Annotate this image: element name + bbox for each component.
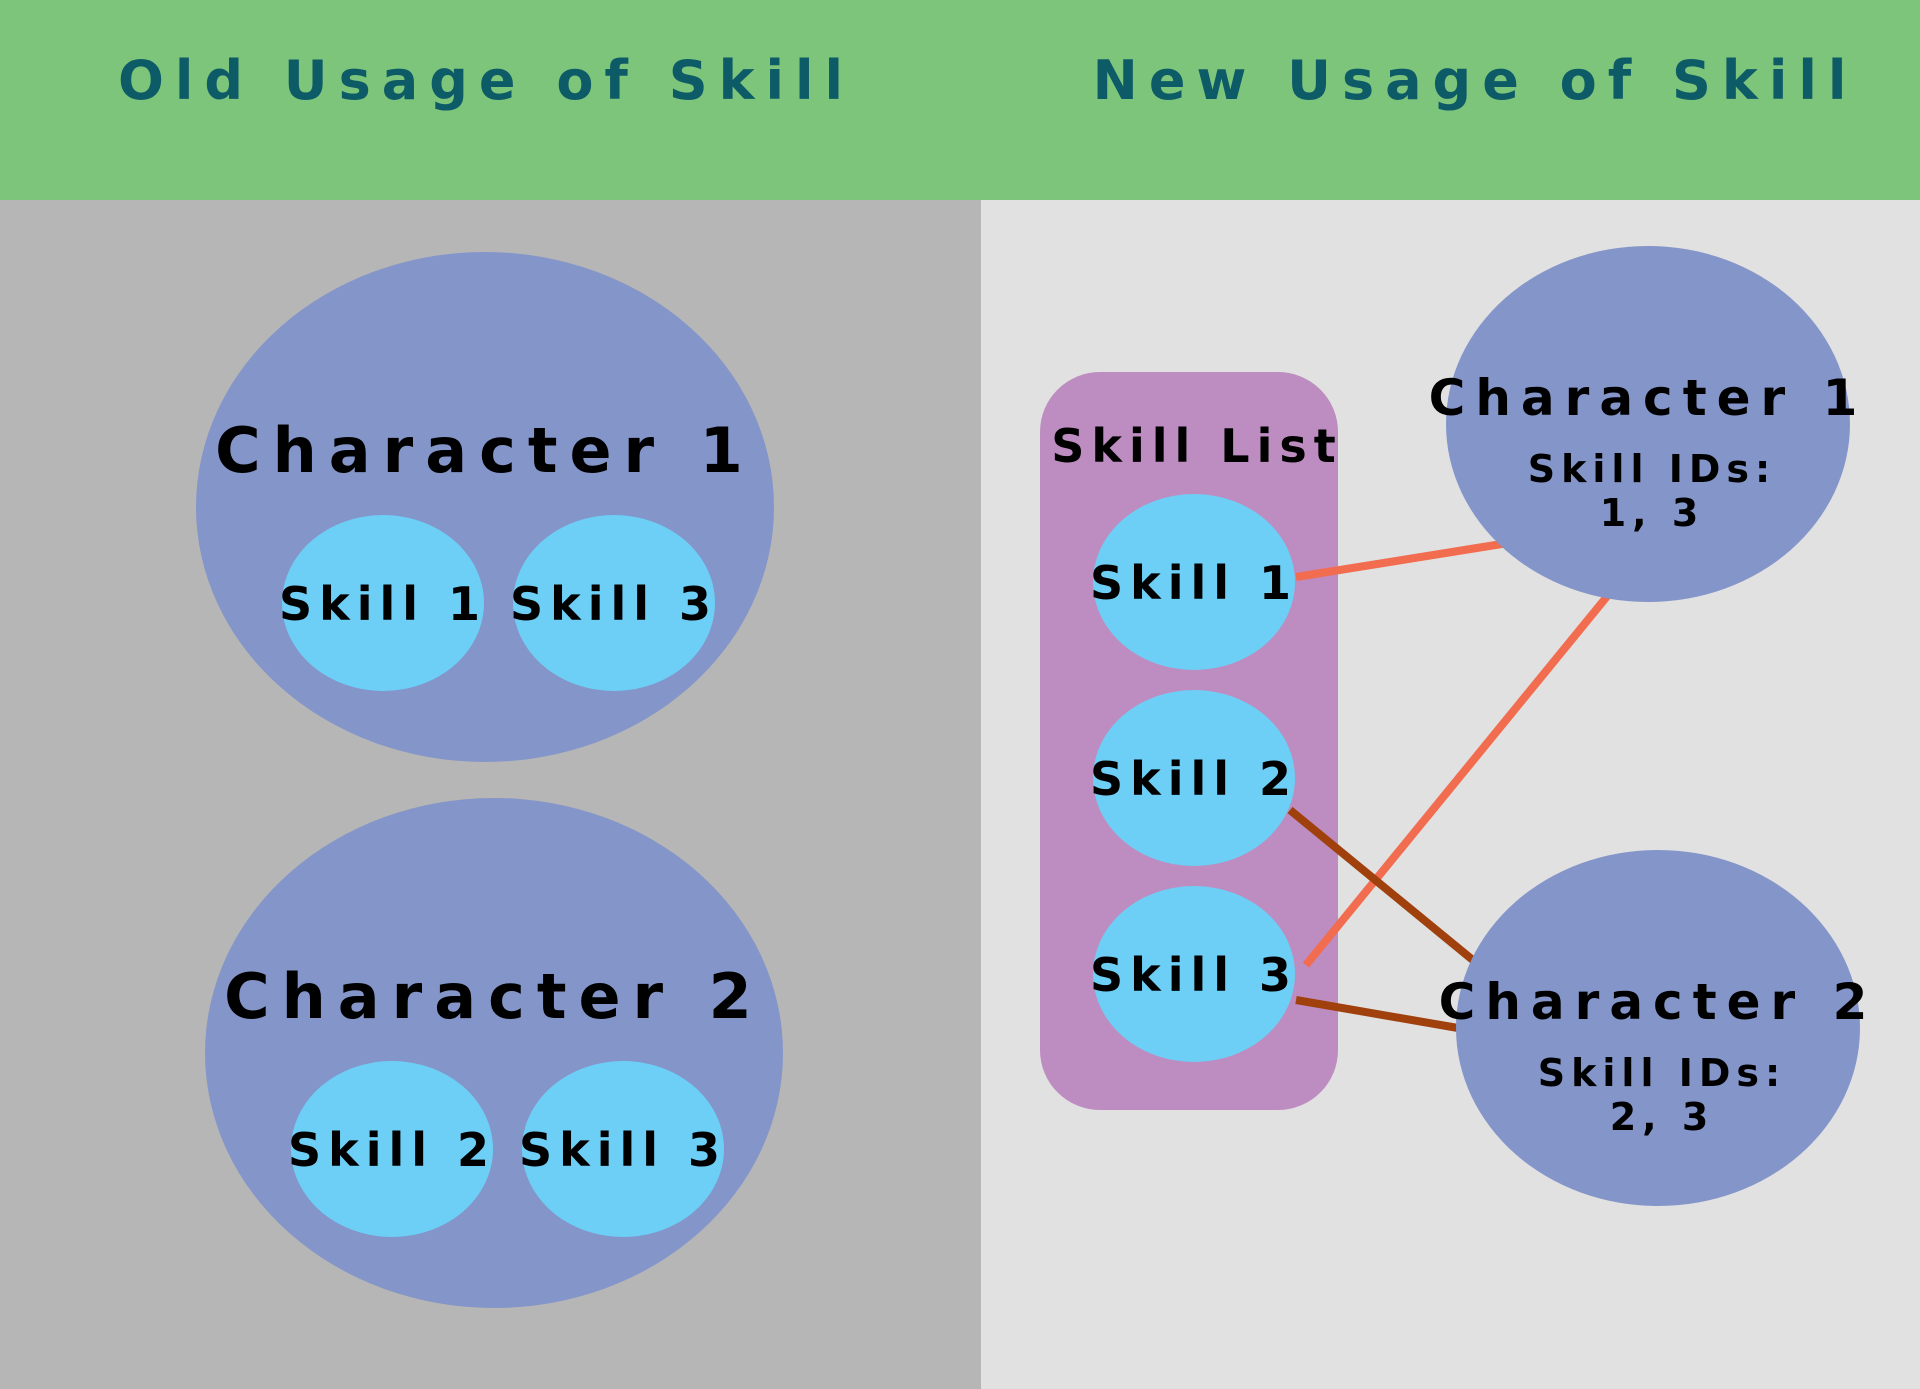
skill-list: Skill List Skill 1 Skill 2 Skill 3 — [1040, 372, 1343, 1110]
link-skill-3-to-character-2 — [1295, 996, 1459, 1032]
new-character-1-circle — [1446, 246, 1850, 602]
link-skill-1-to-character-1 — [1295, 539, 1509, 581]
new-character-1-ids-label: Skill IDs: — [1528, 447, 1776, 491]
old-character-1-label: Character 1 — [215, 414, 755, 487]
old-character-2-label: Character 2 — [224, 960, 764, 1033]
skill-list-item-3-label: Skill 3 — [1090, 948, 1298, 1002]
old-character-1-skill-b-label: Skill 3 — [510, 577, 718, 631]
old-character-2-skill-a-label: Skill 2 — [288, 1123, 496, 1177]
new-character-1-label: Character 1 — [1429, 369, 1868, 427]
skill-list-title: Skill List — [1051, 419, 1343, 473]
link-skill-3-to-character-1 — [1302, 591, 1613, 968]
skill-list-item-3 — [1093, 886, 1295, 1062]
old-character-2-skill-a — [291, 1061, 493, 1237]
new-character-2-ids-value: 2, 3 — [1610, 1095, 1715, 1139]
old-character-1-skill-b — [513, 515, 715, 691]
old-character-2: Character 2 Skill 2 Skill 3 — [205, 798, 783, 1308]
skill-list-item-2-label: Skill 2 — [1090, 752, 1298, 806]
new-character-1-ids-value: 1, 3 — [1600, 491, 1705, 535]
old-character-2-circle — [205, 798, 783, 1308]
old-character-1-circle — [196, 252, 774, 762]
old-character-2-skill-b — [522, 1061, 724, 1237]
new-character-2-ids-label: Skill IDs: — [1538, 1051, 1786, 1095]
skill-list-item-1 — [1093, 494, 1295, 670]
new-character-2: Character 2 Skill IDs: 2, 3 — [1439, 850, 1878, 1206]
skill-list-item-2 — [1093, 690, 1295, 866]
old-character-1-skill-a — [282, 515, 484, 691]
old-character-1: Character 1 Skill 1 Skill 3 — [196, 252, 774, 762]
link-skill-2-to-character-2 — [1287, 806, 1477, 965]
new-character-1: Character 1 Skill IDs: 1, 3 — [1429, 246, 1868, 602]
new-character-2-circle — [1456, 850, 1860, 1206]
header-bar — [0, 0, 1920, 200]
new-usage-title: New Usage of Skill — [1093, 49, 1858, 112]
new-character-2-label: Character 2 — [1439, 973, 1878, 1031]
skill-list-item-1-label: Skill 1 — [1090, 556, 1298, 610]
old-usage-title: Old Usage of Skill — [118, 49, 854, 112]
old-character-1-skill-a-label: Skill 1 — [279, 577, 487, 631]
old-character-2-skill-b-label: Skill 3 — [519, 1123, 727, 1177]
